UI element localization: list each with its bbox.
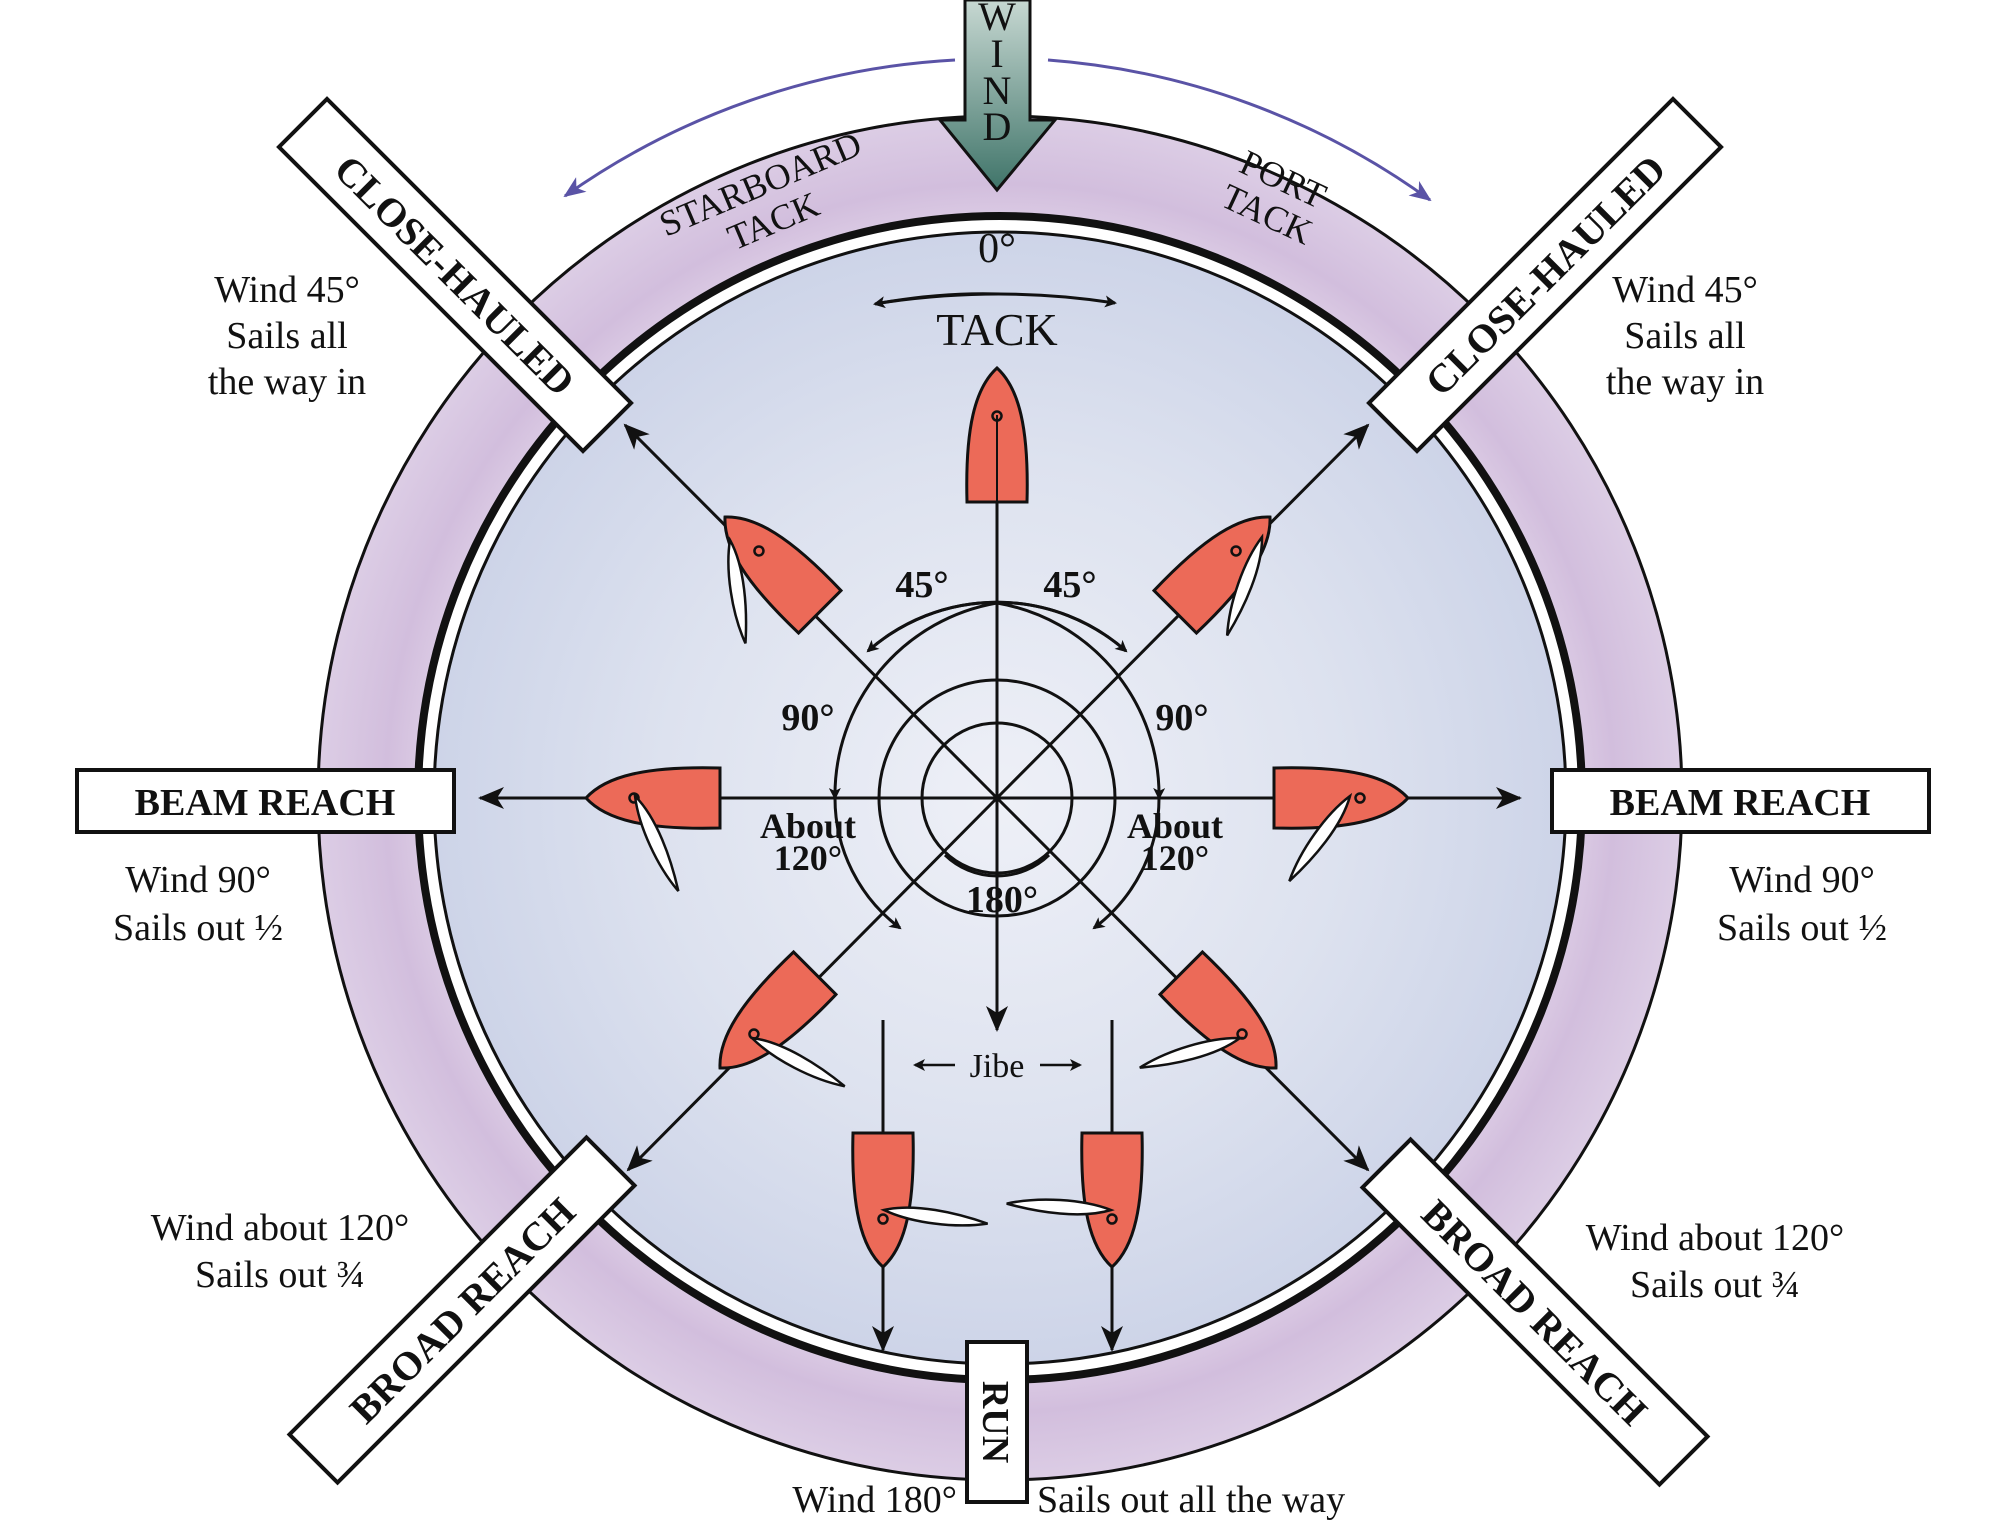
note-line: Sails out ½ [1717, 907, 1887, 949]
run-label: RUN [974, 1381, 1016, 1463]
note-line: Sails out ¾ [1630, 1264, 1800, 1306]
close-hauled-right-note: Wind 45° Sails all the way in [1606, 269, 1764, 403]
run-box: RUN [965, 1340, 1029, 1504]
beam-reach-left-label: BEAM REACH [135, 782, 396, 824]
angle-arcs [828, 292, 1166, 930]
about-label-right: About [1127, 806, 1223, 846]
tack-label: TACK [936, 304, 1058, 355]
starboard-tack-arrow [563, 58, 956, 198]
note-line: the way in [1606, 361, 1764, 403]
note-line: Wind about 120° [151, 1207, 410, 1249]
beam-reach-right-note: Wind 90° Sails out ½ [1717, 859, 1887, 949]
run-note-right: Sails out all the way [1037, 1479, 1345, 1521]
wind-arrow [936, 0, 1059, 193]
angle-180-label: 180° [966, 879, 1038, 921]
jibe-label: Jibe [970, 1048, 1025, 1085]
beam-reach-right-box: BEAM REACH [1550, 768, 1931, 834]
note-line: Wind 45° [214, 269, 360, 311]
note-line: Sails all [1624, 315, 1745, 357]
note-line: Wind 90° [1729, 859, 1875, 901]
angle-90-right: 90° [1155, 697, 1208, 739]
wind-letter: D [983, 104, 1012, 149]
note-line: Sails out ¾ [195, 1254, 365, 1296]
angle-90-left: 90° [781, 697, 834, 739]
note-line: Sails all [226, 315, 347, 357]
note-line: the way in [208, 361, 366, 403]
angle-45-left: 45° [895, 564, 948, 606]
wind-letter: W [978, 0, 1016, 39]
wind-label: W I N D [978, 0, 1016, 149]
close-hauled-left-note: Wind 45° Sails all the way in [208, 269, 366, 403]
boat-head-to-wind [965, 366, 1029, 505]
beam-reach-right-label: BEAM REACH [1610, 782, 1871, 824]
beam-reach-left-note: Wind 90° Sails out ½ [113, 859, 283, 949]
run-note-left: Wind 180° [792, 1479, 957, 1521]
note-line: Sails out ½ [113, 907, 283, 949]
beam-reach-left-box: BEAM REACH [75, 768, 456, 834]
note-line: Wind about 120° [1586, 1217, 1845, 1259]
angle-120-left: 120° [774, 838, 842, 878]
port-tack-arrow [1047, 58, 1432, 202]
wind-letter: I [990, 31, 1003, 76]
wind-letter: N [983, 68, 1012, 113]
broad-reach-left-note: Wind about 120° Sails out ¾ [151, 1207, 410, 1296]
note-line: Wind 45° [1612, 269, 1758, 311]
zero-degree-label: 0° [978, 226, 1016, 272]
note-line: Wind 90° [125, 859, 271, 901]
angle-45-right: 45° [1043, 564, 1096, 606]
broad-reach-right-note: Wind about 120° Sails out ¾ [1586, 1217, 1845, 1306]
angle-120-right: 120° [1141, 838, 1209, 878]
about-label-left: About [760, 806, 856, 846]
